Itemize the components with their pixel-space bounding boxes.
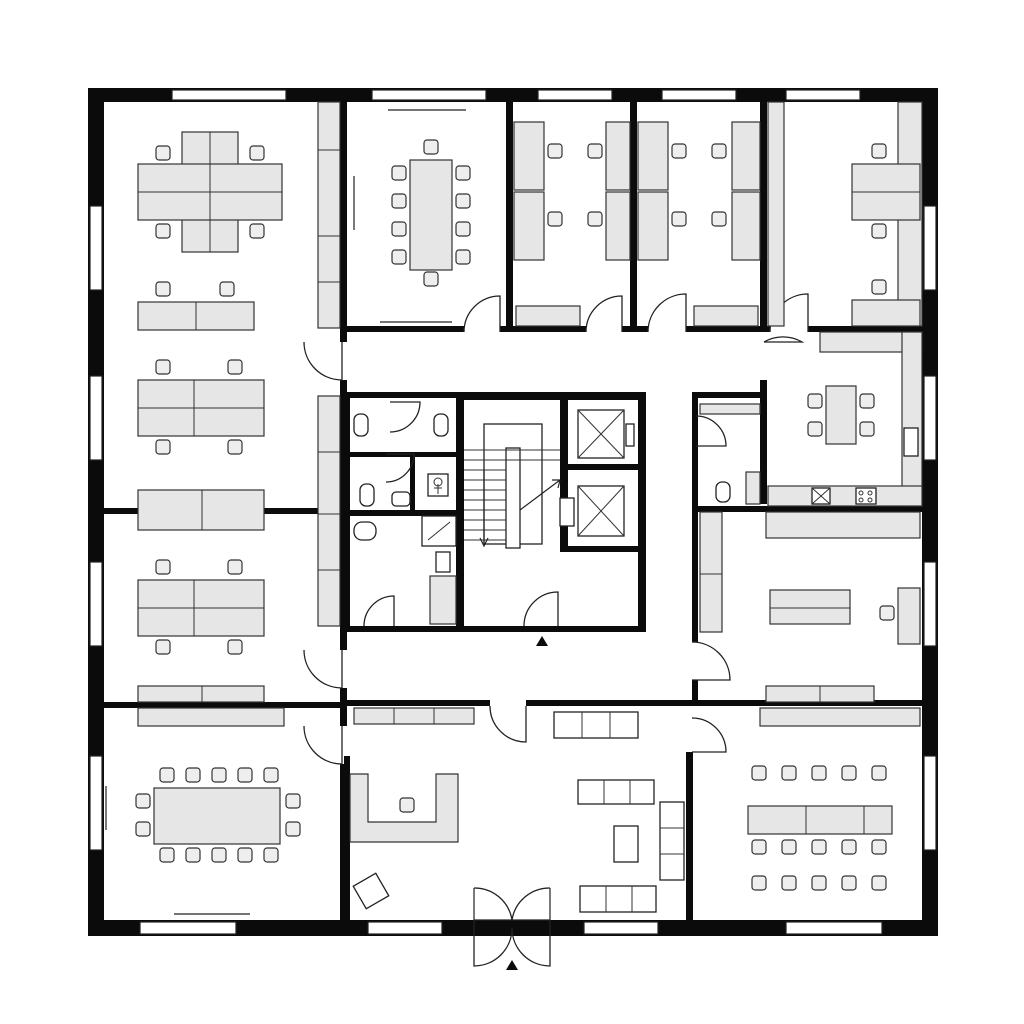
doors	[303, 293, 809, 967]
training-room-southeast	[747, 707, 921, 891]
core-entry-arrow-icon	[536, 636, 548, 646]
office-north-2	[637, 121, 761, 327]
conference-room-southwest	[105, 707, 301, 915]
office-north-1	[513, 121, 631, 327]
accessible-toilet-icon	[427, 473, 449, 497]
elevator-icon	[577, 409, 635, 459]
exterior-walls	[88, 88, 938, 936]
stair-core	[464, 423, 561, 549]
kitchenette	[699, 331, 923, 507]
open-office-west	[137, 101, 341, 703]
windows	[89, 89, 937, 935]
meeting-room-north	[353, 109, 471, 323]
toilet-block	[353, 413, 457, 625]
interior-walls	[104, 102, 922, 920]
elevator-icon	[559, 485, 625, 537]
elevators	[559, 409, 635, 537]
office-east	[699, 511, 921, 703]
reception-lobby	[349, 707, 685, 913]
entrance-arrow-icon	[506, 960, 518, 970]
office-northeast	[767, 101, 923, 327]
stair-arrow-icon	[479, 470, 561, 548]
